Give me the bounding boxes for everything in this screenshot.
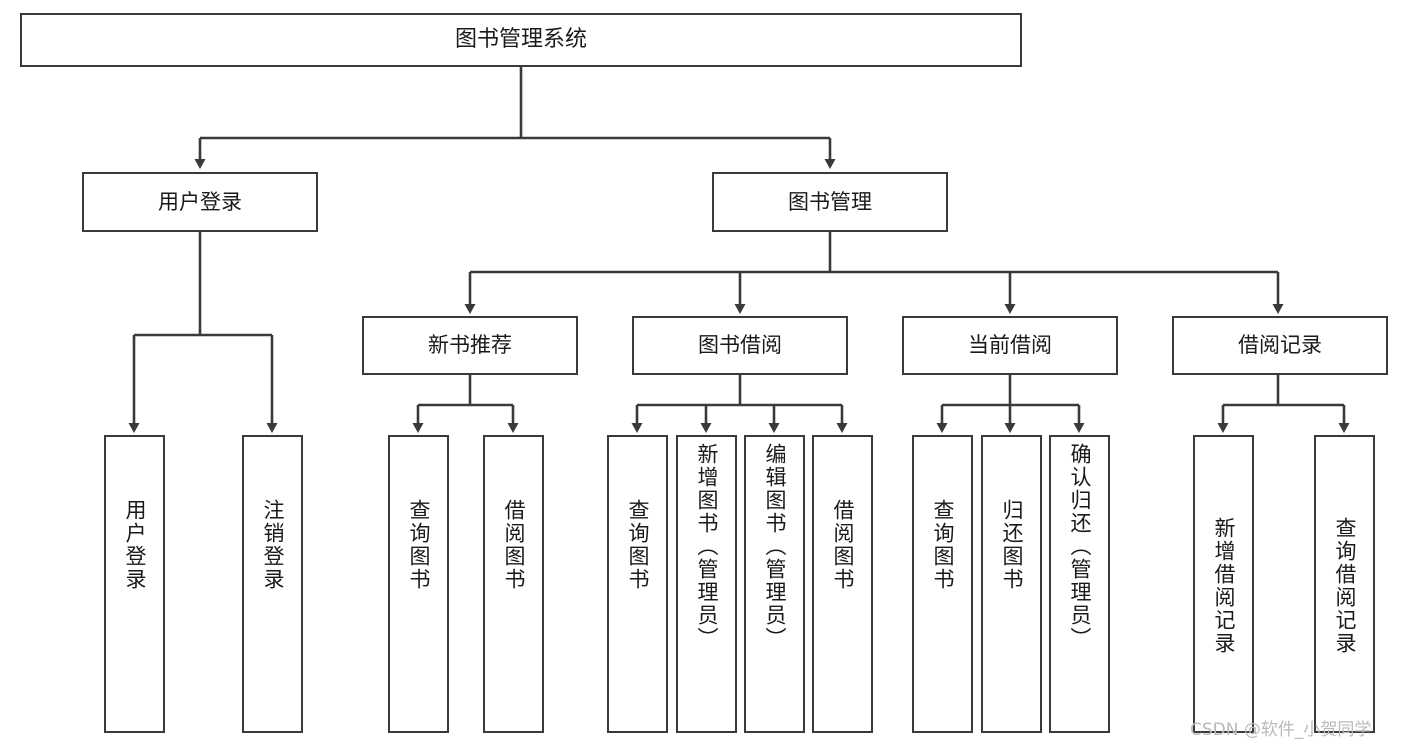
node-borrow-record-label: 借阅记录 (1238, 333, 1322, 358)
node-book-borrow[interactable]: 图书借阅 (632, 316, 848, 375)
node-borrow-record[interactable]: 借阅记录 (1172, 316, 1388, 375)
node-leaf-logout-login[interactable]: 注销登录 (242, 435, 303, 733)
node-leaf-query-book-1-label: 查询图书 (407, 499, 431, 591)
node-leaf-borrow-book-2[interactable]: 借阅图书 (812, 435, 873, 733)
node-user-login-label: 用户登录 (158, 189, 242, 214)
node-leaf-confirm-return[interactable]: 确认归还（管理员） (1049, 435, 1110, 733)
node-new-book-recommend[interactable]: 新书推荐 (362, 316, 578, 375)
node-book-manage-label: 图书管理 (788, 189, 872, 214)
node-leaf-query-record[interactable]: 查询借阅记录 (1314, 435, 1375, 733)
node-leaf-logout-login-label: 注销登录 (261, 499, 285, 591)
node-leaf-user-login-label: 用户登录 (123, 499, 147, 591)
node-leaf-user-login[interactable]: 用户登录 (104, 435, 165, 733)
node-leaf-add-record-label: 新增借阅记录 (1212, 517, 1236, 655)
node-new-book-recommend-label: 新书推荐 (428, 333, 512, 358)
node-leaf-edit-book-label: 编辑图书（管理员） (763, 443, 787, 650)
node-book-manage[interactable]: 图书管理 (712, 172, 948, 232)
node-leaf-add-book-label: 新增图书（管理员） (695, 443, 719, 650)
node-leaf-borrow-book-2-label: 借阅图书 (831, 499, 855, 591)
node-leaf-add-record[interactable]: 新增借阅记录 (1193, 435, 1254, 733)
node-book-borrow-label: 图书借阅 (698, 333, 782, 358)
node-leaf-return-book-label: 归还图书 (1000, 499, 1024, 591)
node-leaf-confirm-return-label: 确认归还（管理员） (1068, 443, 1092, 650)
csdn-watermark: CSDN @软件_小贺同学 (1190, 720, 1372, 740)
node-current-borrow[interactable]: 当前借阅 (902, 316, 1118, 375)
node-leaf-query-book-1[interactable]: 查询图书 (388, 435, 449, 733)
node-leaf-borrow-book-1[interactable]: 借阅图书 (483, 435, 544, 733)
node-root-label: 图书管理系统 (454, 27, 587, 53)
node-leaf-query-book-2-label: 查询图书 (626, 499, 650, 591)
node-current-borrow-label: 当前借阅 (968, 333, 1052, 358)
node-leaf-add-book[interactable]: 新增图书（管理员） (676, 435, 737, 733)
node-user-login[interactable]: 用户登录 (82, 172, 318, 232)
node-leaf-query-book-3[interactable]: 查询图书 (912, 435, 973, 733)
node-root[interactable]: 图书管理系统 (20, 13, 1022, 67)
node-leaf-query-book-2[interactable]: 查询图书 (607, 435, 668, 733)
node-leaf-return-book[interactable]: 归还图书 (981, 435, 1042, 733)
node-leaf-borrow-book-1-label: 借阅图书 (502, 499, 526, 591)
node-leaf-edit-book[interactable]: 编辑图书（管理员） (744, 435, 805, 733)
node-leaf-query-book-3-label: 查询图书 (931, 499, 955, 591)
node-leaf-query-record-label: 查询借阅记录 (1333, 517, 1357, 655)
